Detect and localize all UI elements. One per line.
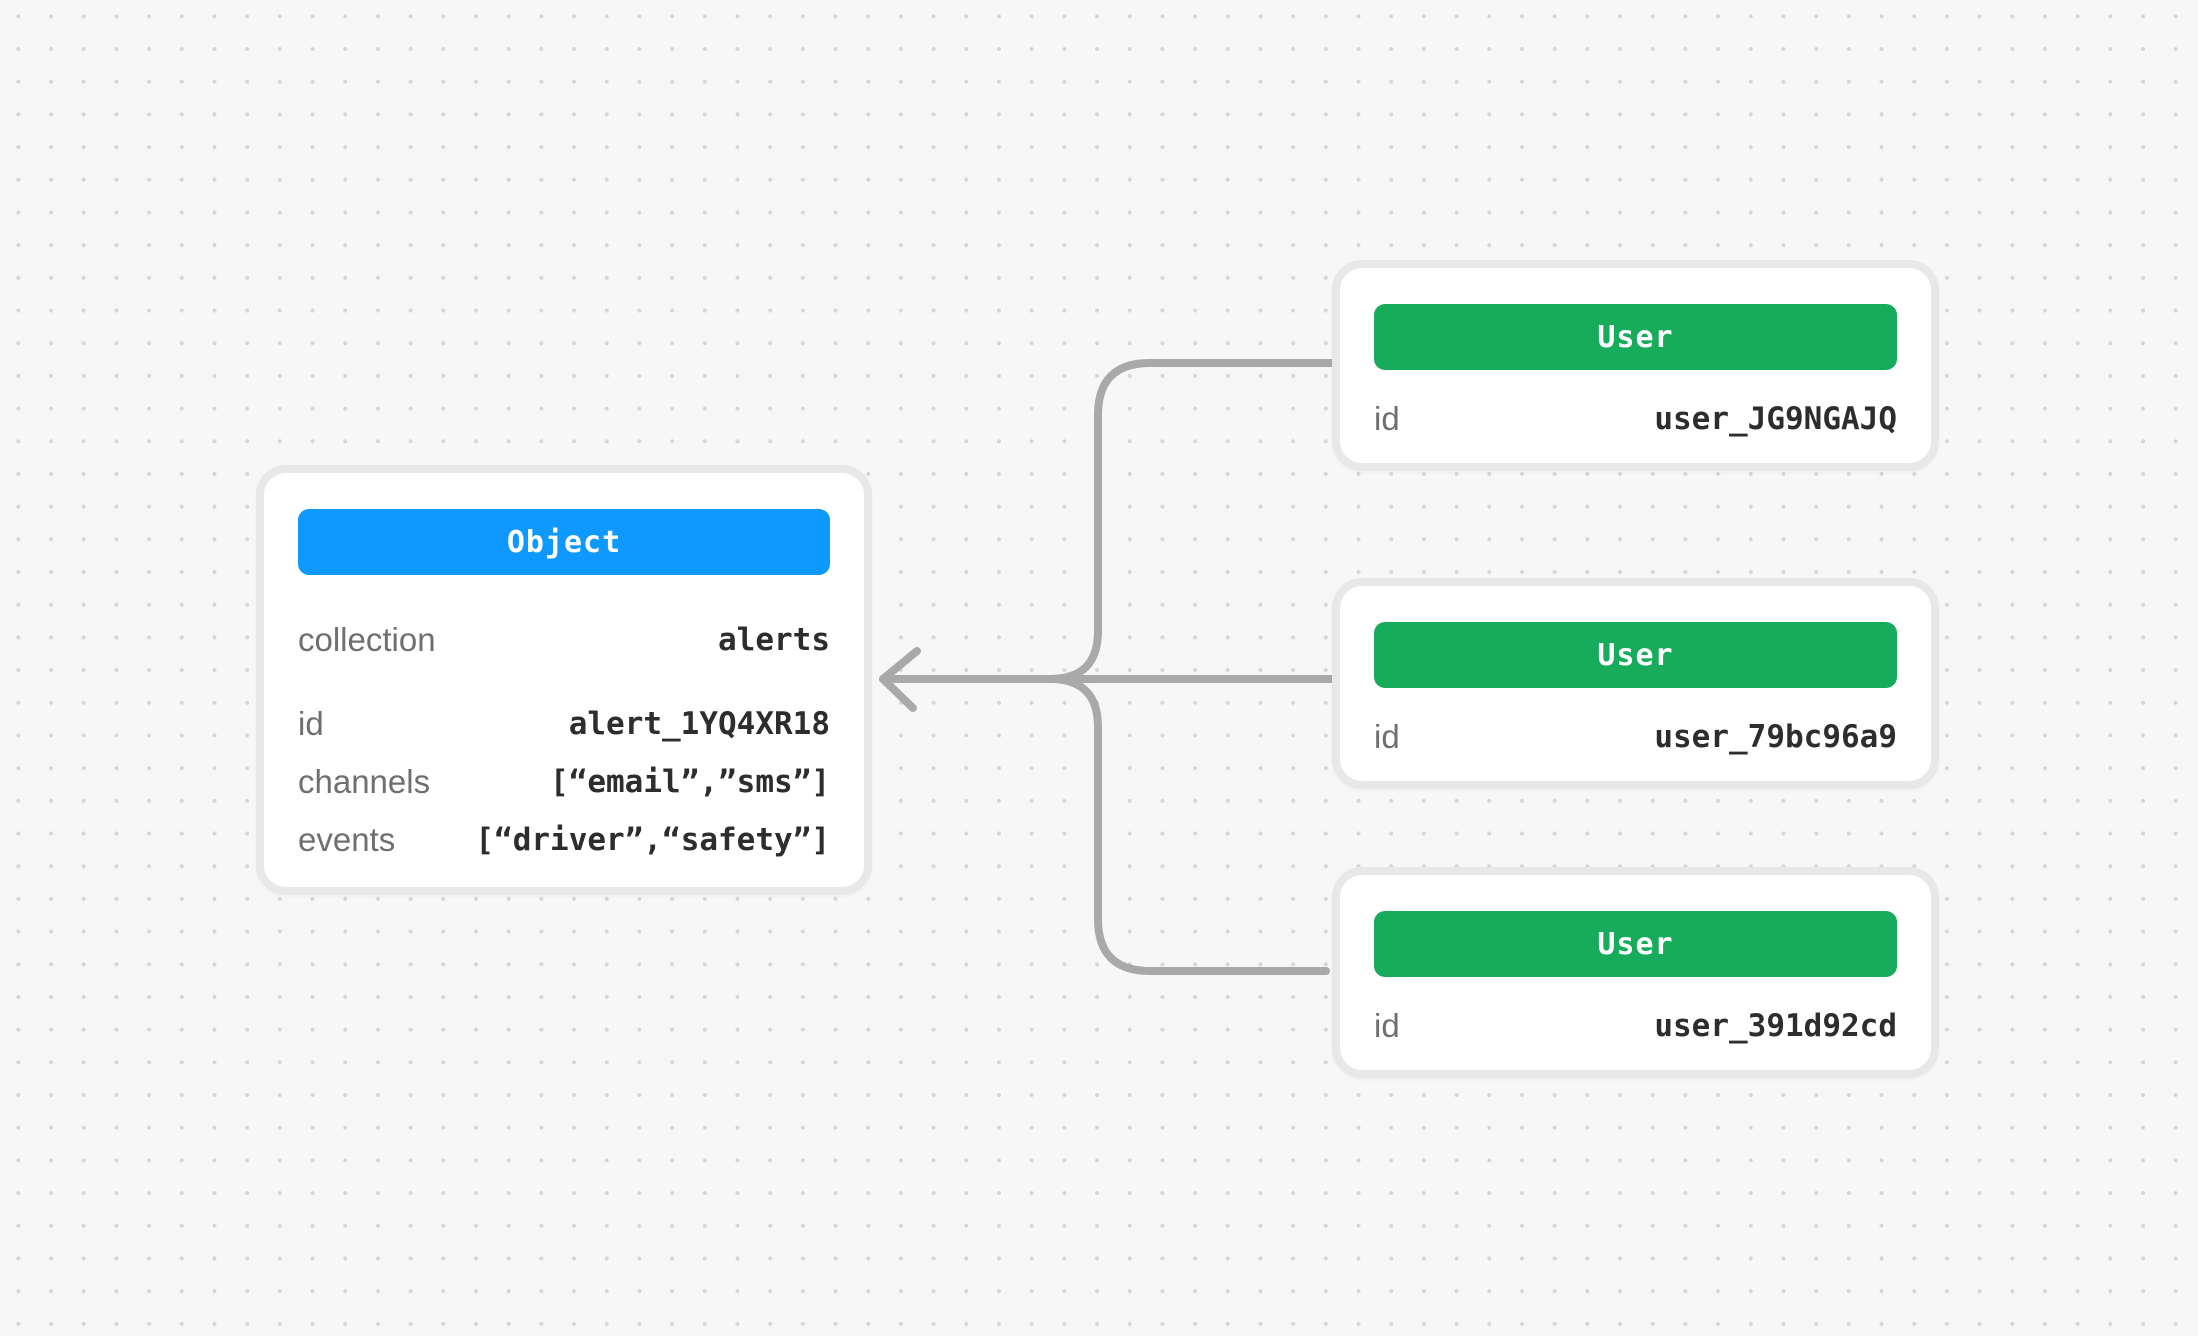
- field-row-collection: collection alerts: [298, 611, 830, 669]
- edge-user1-to-object: [1018, 359, 1336, 683]
- object-node[interactable]: Object collection alerts id alert_1YQ4XR…: [256, 465, 872, 895]
- field-value: [“driver”,“safety”]: [475, 822, 830, 858]
- field-value: user_JG9NGAJQ: [1654, 401, 1897, 437]
- field-label: events: [298, 821, 396, 858]
- field-value: [“email”,”sms”]: [550, 764, 830, 800]
- field-row-id: id user_79bc96a9: [1374, 708, 1897, 766]
- field-row-id: id user_JG9NGAJQ: [1374, 390, 1897, 448]
- field-label: id: [1374, 1007, 1400, 1044]
- field-value: alert_1YQ4XR18: [568, 706, 830, 742]
- user-header-pill: User: [1374, 304, 1897, 370]
- user-fields: id user_JG9NGAJQ: [1374, 390, 1897, 448]
- field-label: channels: [298, 763, 431, 800]
- field-row-channels: channels [“email”,”sms”]: [298, 753, 830, 811]
- user-node-3[interactable]: User id user_391d92cd: [1332, 867, 1939, 1078]
- user-fields: id user_79bc96a9: [1374, 708, 1897, 766]
- user-header-label: User: [1597, 637, 1674, 673]
- user-header-pill: User: [1374, 622, 1897, 688]
- field-label: collection: [298, 621, 436, 658]
- field-label: id: [1374, 718, 1400, 755]
- field-row-events: events [“driver”,“safety”]: [298, 811, 830, 869]
- object-header-pill: Object: [298, 509, 830, 575]
- user-node-2[interactable]: User id user_79bc96a9: [1332, 578, 1939, 789]
- field-label: id: [1374, 400, 1400, 437]
- object-header-label: Object: [506, 524, 622, 560]
- user-header-label: User: [1597, 926, 1674, 962]
- user-node-1[interactable]: User id user_JG9NGAJQ: [1332, 260, 1939, 471]
- object-fields: collection alerts id alert_1YQ4XR18 chan…: [298, 611, 830, 869]
- field-label: id: [298, 705, 324, 742]
- field-row-id: id alert_1YQ4XR18: [298, 695, 830, 753]
- arrowhead-left-icon: [879, 647, 921, 712]
- field-value: user_79bc96a9: [1654, 719, 1897, 755]
- user-fields: id user_391d92cd: [1374, 997, 1897, 1055]
- edge-user3-to-object: [1018, 675, 1330, 975]
- user-header-pill: User: [1374, 911, 1897, 977]
- user-header-label: User: [1597, 319, 1674, 355]
- field-value: user_391d92cd: [1654, 1008, 1897, 1044]
- field-value: alerts: [718, 622, 830, 658]
- field-row-id: id user_391d92cd: [1374, 997, 1897, 1055]
